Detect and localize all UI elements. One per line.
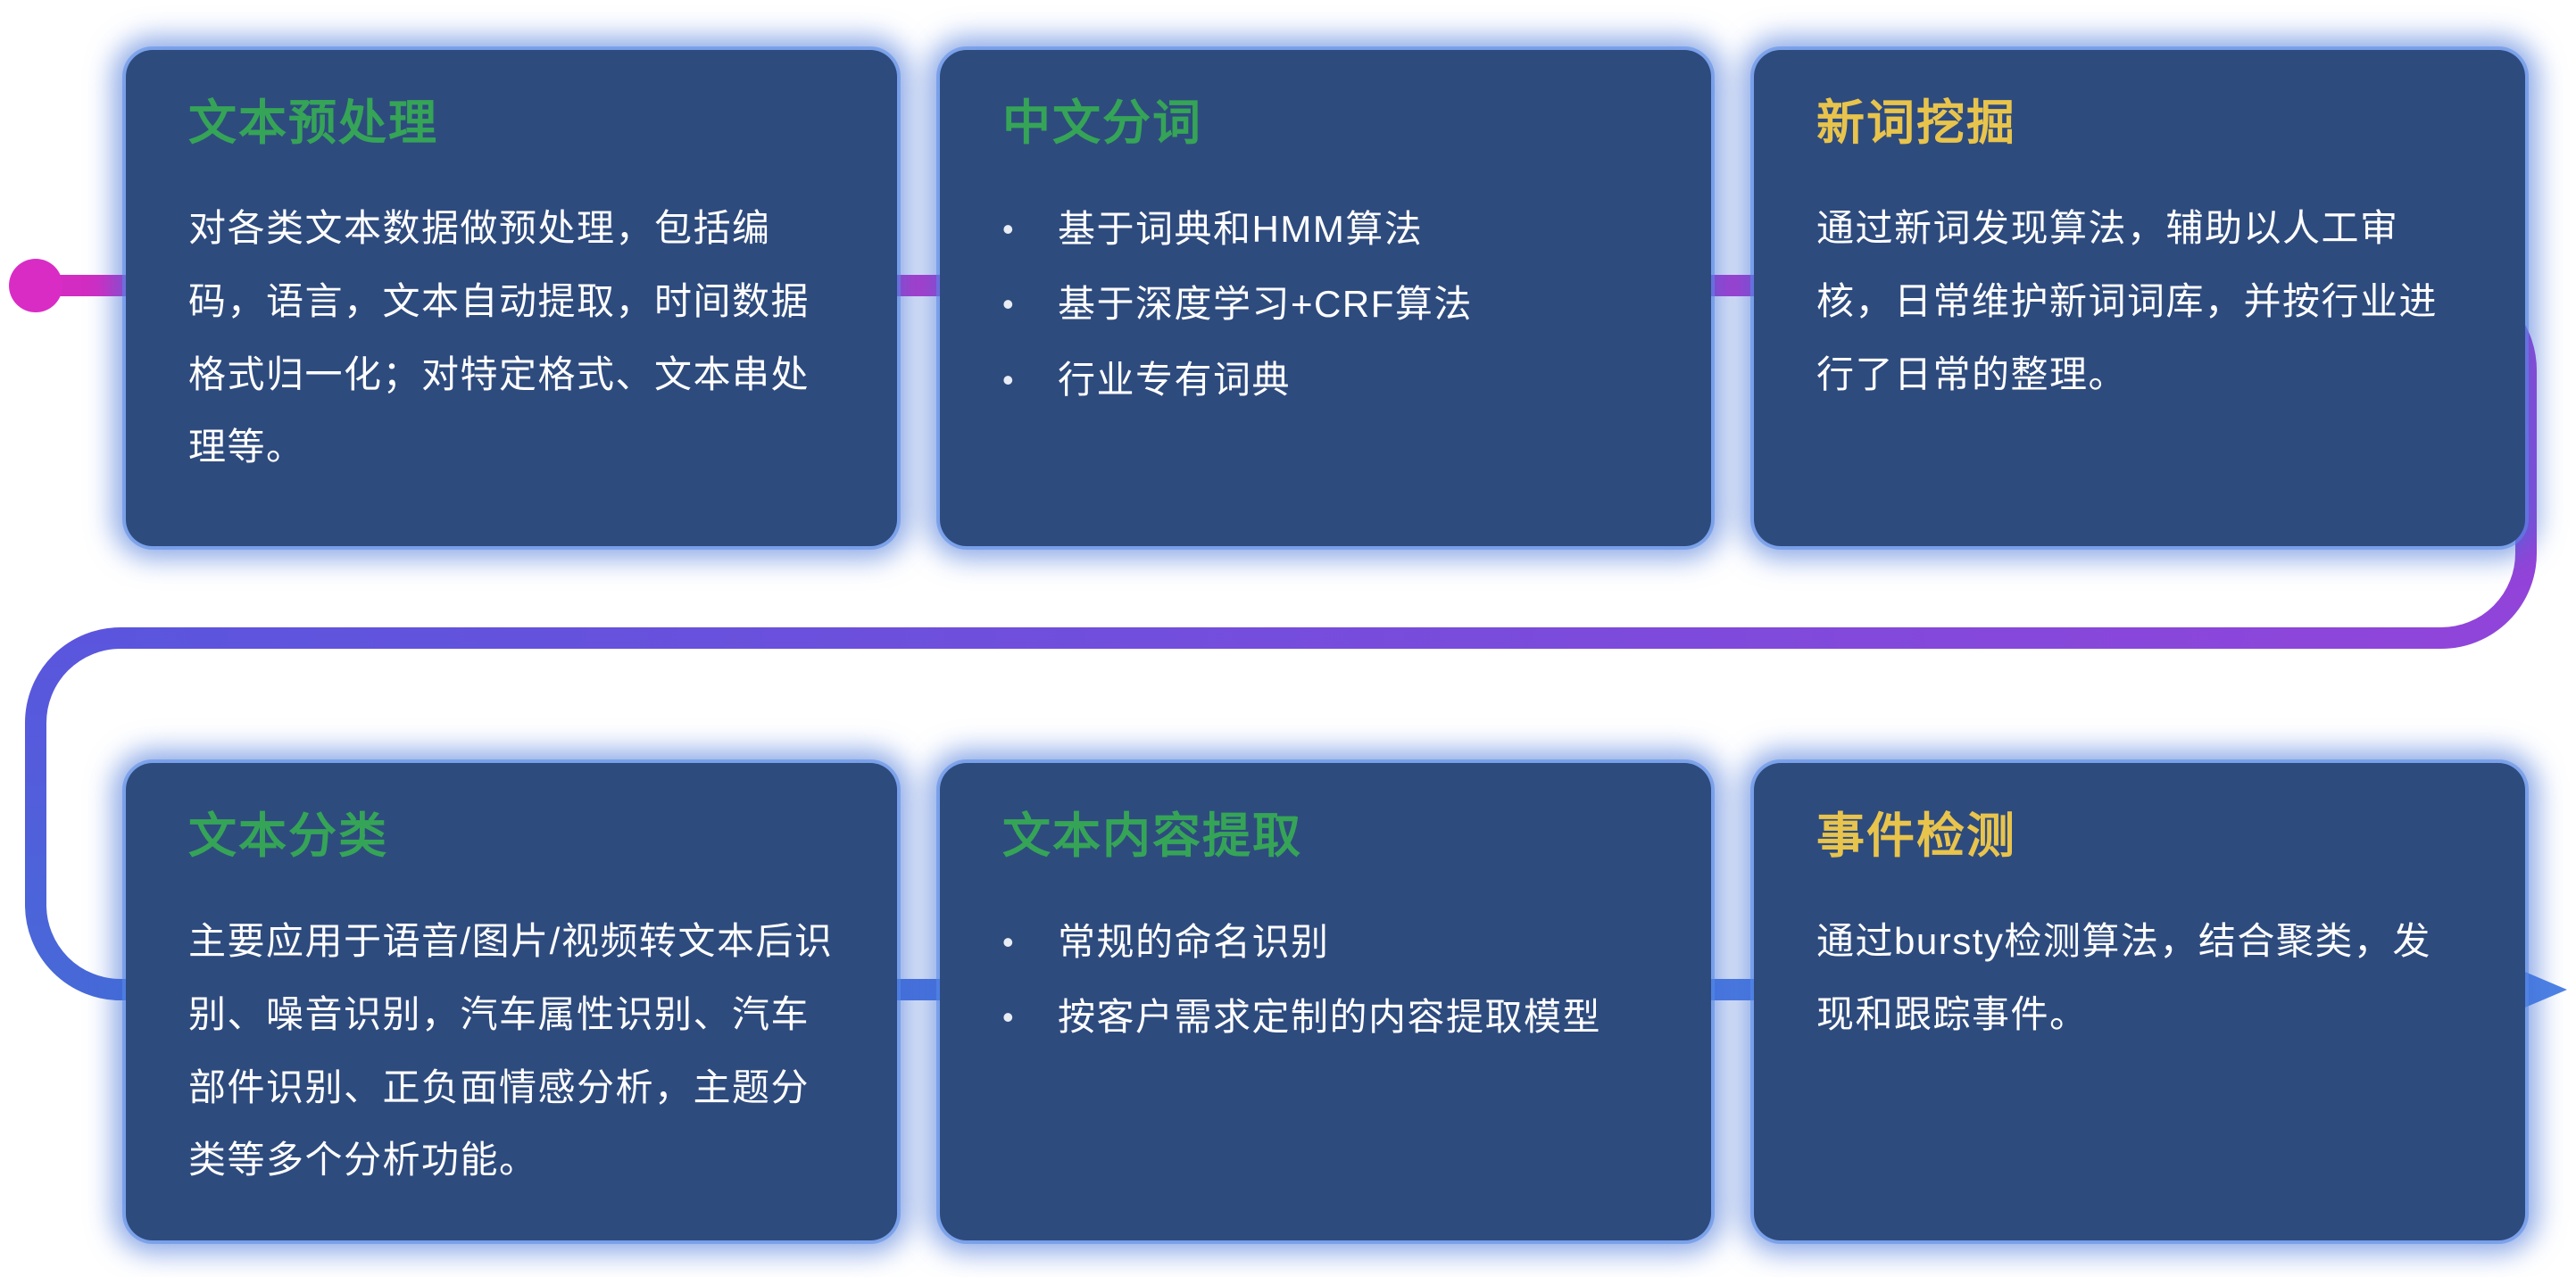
bullet-icon: • <box>1002 923 1016 960</box>
list-item: • 基于词典和HMM算法 <box>1002 192 1649 268</box>
list-item: • 常规的命名识别 <box>1002 905 1649 981</box>
bullet-icon: • <box>1002 210 1016 247</box>
list-item: • 行业专有词典 <box>1002 343 1649 419</box>
list-item-text: 按客户需求定制的内容提取模型 <box>1058 996 1602 1039</box>
card-text-content-extraction: 文本内容提取 • 常规的命名识别 • 按客户需求定制的内容提取模型 <box>940 763 1711 1240</box>
card-text-classification: 文本分类 主要应用于语音/图片/视频转文本后识别、噪音识别，汽车属性识别、汽车部… <box>126 763 897 1240</box>
list-item-text: 基于深度学习+CRF算法 <box>1058 283 1473 326</box>
card-title: 事件检测 <box>1816 809 2016 863</box>
card-title: 文本内容提取 <box>1002 809 1302 863</box>
list-item-text: 行业专有词典 <box>1058 358 1292 401</box>
list-item-text: 基于词典和HMM算法 <box>1058 207 1424 250</box>
card-event-detection: 事件检测 通过bursty检测算法，结合聚类，发现和跟踪事件。 <box>1754 763 2525 1240</box>
card-body: 主要应用于语音/图片/视频转文本后识别、噪音识别，汽车属性识别、汽车部件识别、正… <box>188 919 834 1182</box>
card-body: 通过新词发现算法，辅助以人工审核，日常维护新词词库，并按行业进行了日常的整理。 <box>1816 206 2439 395</box>
list-item-text: 常规的命名识别 <box>1058 920 1330 963</box>
card-chinese-word-segmentation: 中文分词 • 基于词典和HMM算法 • 基于深度学习+CRF算法 • 行业专有词… <box>940 50 1711 546</box>
card-title: 新词挖掘 <box>1816 96 2016 150</box>
bullet-list: • 常规的命名识别 • 按客户需求定制的内容提取模型 <box>1002 905 1649 1056</box>
bullet-icon: • <box>1002 361 1016 398</box>
card-text-preprocessing: 文本预处理 对各类文本数据做预处理，包括编码，语言，文本自动提取，时间数据格式归… <box>126 50 897 546</box>
card-title: 文本分类 <box>188 809 388 863</box>
card-body: 对各类文本数据做预处理，包括编码，语言，文本自动提取，时间数据格式归一化；对特定… <box>188 206 810 469</box>
list-item: • 按客户需求定制的内容提取模型 <box>1002 980 1649 1056</box>
card-body: 通过bursty检测算法，结合聚类，发现和跟踪事件。 <box>1816 919 2431 1035</box>
bullet-icon: • <box>1002 286 1016 323</box>
bullet-icon: • <box>1002 999 1016 1036</box>
card-title: 中文分词 <box>1002 96 1202 150</box>
bullet-list: • 基于词典和HMM算法 • 基于深度学习+CRF算法 • 行业专有词典 <box>1002 192 1649 419</box>
card-new-word-mining: 新词挖掘 通过新词发现算法，辅助以人工审核，日常维护新词词库，并按行业进行了日常… <box>1754 50 2525 546</box>
flow-start-dot-icon <box>9 259 62 312</box>
card-title: 文本预处理 <box>188 96 438 150</box>
flow-curve-left <box>25 627 121 1000</box>
list-item: • 基于深度学习+CRF算法 <box>1002 267 1649 343</box>
